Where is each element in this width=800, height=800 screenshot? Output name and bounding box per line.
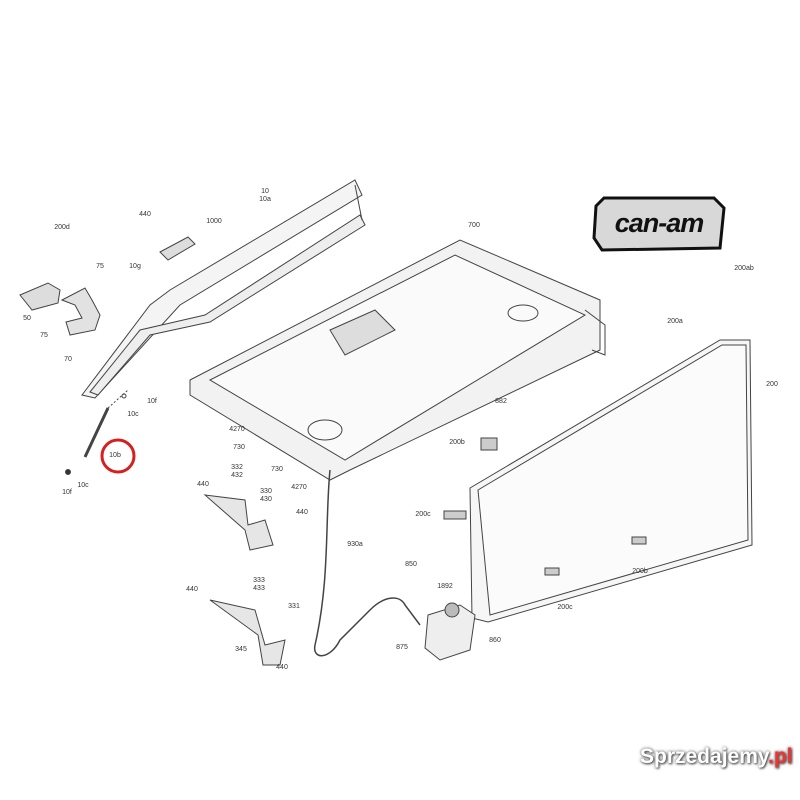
callout-200d: 200d	[54, 224, 70, 231]
callout-10: 10 10a	[259, 188, 271, 203]
windshield-frame	[81, 179, 366, 399]
callout-1892: 1892	[437, 583, 453, 590]
callout-730: 730	[233, 444, 245, 451]
callout-10g: 10g	[129, 263, 141, 270]
callout-10f: 10f	[62, 489, 72, 496]
latch-200c	[443, 510, 467, 520]
callout-882: 882	[495, 398, 507, 405]
roof-panel	[189, 239, 606, 481]
callout-440: 440	[197, 481, 209, 488]
callout-332-432: 332 432	[231, 464, 243, 479]
hinge-bracket-lower	[209, 599, 286, 666]
callout-4270: 4270	[291, 484, 307, 491]
callout-440: 440	[296, 509, 308, 516]
striker-200b	[631, 536, 647, 545]
part-70	[60, 287, 101, 336]
callout-730: 730	[271, 466, 283, 473]
callout-850: 850	[405, 561, 417, 568]
logo-badge	[592, 196, 726, 252]
hinge-bracket-upper	[203, 494, 274, 551]
washer-hose	[314, 469, 421, 657]
logo-text: can-am	[614, 208, 705, 238]
callout-331: 331	[288, 603, 300, 610]
washer-reservoir	[424, 602, 476, 661]
door-panel	[469, 339, 753, 623]
callout-10f: 10f	[147, 398, 157, 405]
callout-200c: 200c	[415, 511, 431, 518]
callout-75: 75	[40, 332, 48, 339]
latch-200b	[480, 437, 498, 451]
callout-330-430: 330 430	[260, 488, 272, 503]
callout-700: 700	[468, 222, 480, 229]
callout-200: 200	[766, 381, 778, 388]
callout-860: 860	[489, 637, 501, 644]
can-am-logo: can-am	[592, 194, 726, 254]
watermark-main: Sprzedajemy	[640, 745, 768, 768]
callout-200b: 200b	[449, 439, 465, 446]
bracket-10g	[159, 236, 196, 261]
callout-875: 875	[396, 644, 408, 651]
callout-70: 70	[64, 356, 72, 363]
watermark-suffix: .pl	[768, 745, 793, 768]
callout-200c: 200c	[557, 604, 573, 611]
callout-10b: 10b	[109, 452, 121, 459]
part-50	[19, 282, 61, 311]
callout-4270: 4270	[229, 426, 245, 433]
callout-440: 440	[186, 586, 198, 593]
callout-75: 75	[96, 263, 104, 270]
striker-200c	[544, 567, 560, 576]
callout-200ab: 200ab	[734, 265, 754, 272]
callout-333-433: 333 433	[253, 577, 265, 592]
callout-1000: 1000	[206, 218, 222, 225]
highlight-circle-10b	[100, 438, 136, 474]
callout-440: 440	[276, 664, 288, 671]
callout-930a: 930a	[347, 541, 363, 548]
callout-200b: 200b	[632, 568, 648, 575]
callout-345: 345	[235, 646, 247, 653]
watermark: Sprzedajemy.pl	[640, 745, 793, 769]
callout-10c: 10c	[127, 411, 139, 418]
callout-200a: 200a	[667, 318, 683, 325]
callout-440: 440	[139, 211, 151, 218]
callout-50: 50	[23, 315, 31, 322]
callout-10c: 10c	[77, 482, 89, 489]
gas-strut	[65, 389, 129, 475]
